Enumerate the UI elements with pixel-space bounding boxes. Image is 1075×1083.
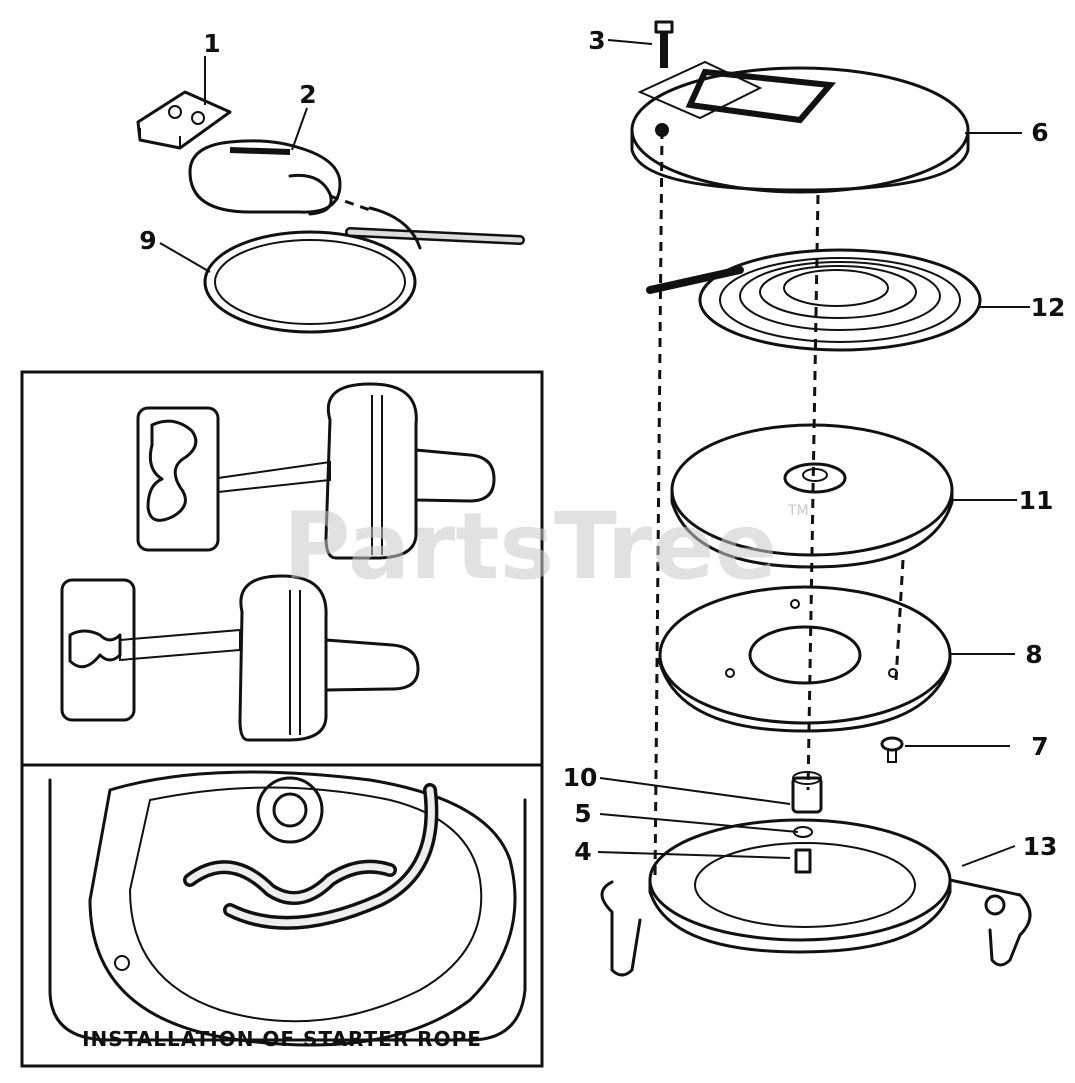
- callout-7: 7: [1031, 732, 1048, 761]
- watermark-logo: PartsTree: [283, 493, 777, 600]
- starter-rope-part: [203, 194, 525, 334]
- watermark-tm: TM: [787, 503, 809, 519]
- callout-1: 1: [203, 29, 220, 58]
- rope-retainer-part: [136, 90, 232, 150]
- callout-10: 10: [563, 763, 598, 792]
- rewind-spring-part: [646, 248, 982, 352]
- callout-12: 12: [1031, 293, 1066, 322]
- starter-base-part: [600, 771, 1032, 977]
- starter-cover-part: [630, 60, 970, 194]
- callout-11: 11: [1019, 486, 1054, 515]
- plate-screw-part: [880, 736, 904, 763]
- callout-3: 3: [588, 26, 605, 55]
- callout-4: 4: [574, 837, 591, 866]
- screw-part: [654, 20, 674, 68]
- inset-caption: INSTALLATION OF STARTER ROPE: [82, 1027, 482, 1051]
- starter-handle-part: [188, 139, 342, 216]
- alignment-line-right: [894, 559, 905, 681]
- callout-leaders: [159, 39, 1030, 867]
- rope-knot-illustration-upper: [136, 382, 496, 560]
- callout-2: 2: [299, 80, 316, 109]
- callout-13: 13: [1023, 832, 1058, 861]
- callout-9: 9: [139, 226, 156, 255]
- alignment-line-center: [806, 194, 820, 791]
- callout-8: 8: [1025, 640, 1042, 669]
- callout-5: 5: [574, 799, 591, 828]
- starter-housing-install-illustration: [48, 770, 527, 1047]
- callout-6: 6: [1031, 118, 1048, 147]
- rope-knot-illustration-lower: [60, 574, 420, 742]
- friction-plate-part: [658, 585, 952, 733]
- alignment-line-screw: [653, 129, 664, 881]
- pulley-part: [670, 423, 954, 569]
